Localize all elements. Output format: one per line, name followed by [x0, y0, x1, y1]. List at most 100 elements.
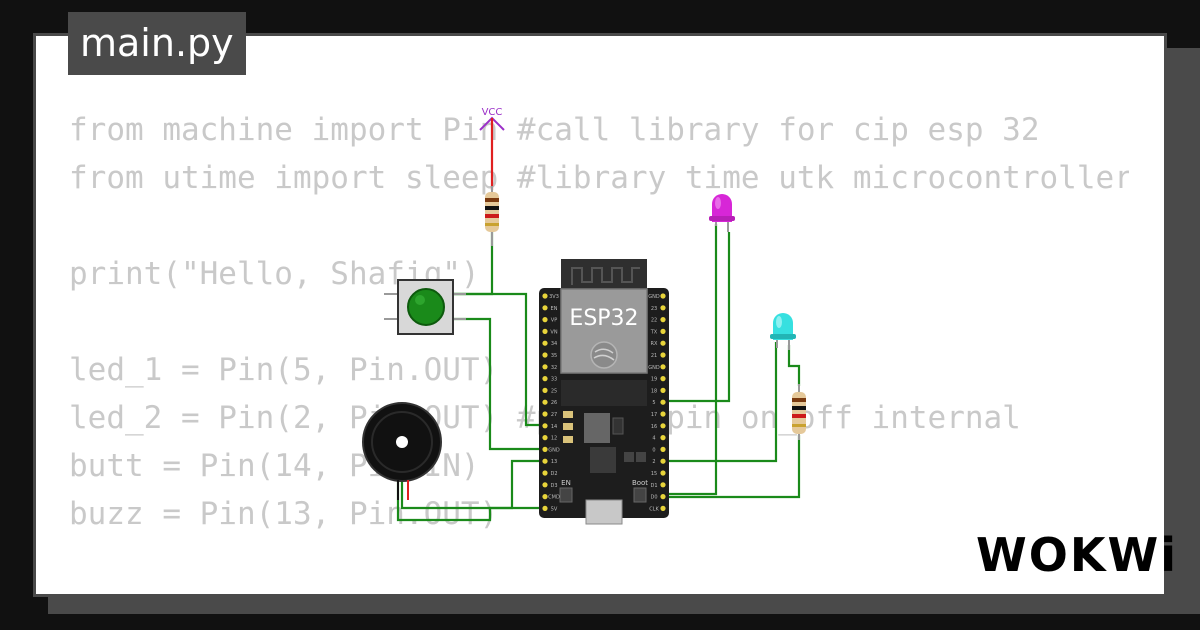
header-pin[interactable]: [660, 482, 666, 488]
pin-label: 4: [652, 436, 655, 442]
pin-label: 3V3: [549, 294, 559, 300]
pin-label: 23: [651, 306, 657, 312]
header-pin[interactable]: [542, 423, 548, 429]
pin-label: 35: [551, 353, 557, 359]
header-pin[interactable]: [660, 305, 666, 311]
vcc-supply: VCC: [479, 107, 505, 190]
pin-label: GND: [648, 365, 660, 371]
buzzer: [362, 402, 442, 500]
resistor-led: [792, 384, 806, 440]
header-pin[interactable]: [660, 458, 666, 464]
pin-label: D3: [550, 483, 557, 489]
header-pin[interactable]: [660, 376, 666, 382]
pin-label: GND: [548, 447, 560, 453]
pin-label: 34: [551, 341, 557, 347]
resistor-vcc: [485, 186, 499, 246]
header-pin[interactable]: [542, 505, 548, 511]
pin-label: 12: [551, 436, 557, 442]
header-pin[interactable]: [660, 364, 666, 370]
file-tab-main[interactable]: main.py: [68, 12, 246, 75]
header-pin[interactable]: [542, 446, 548, 452]
pin-label: 17: [651, 412, 657, 418]
wires: [396, 224, 801, 522]
header-pin[interactable]: [542, 494, 548, 500]
pin-label: D0: [650, 495, 657, 501]
pin-label: 18: [651, 388, 657, 394]
pin-label: GND: [648, 294, 660, 300]
header-pin[interactable]: [542, 376, 548, 382]
header-pin[interactable]: [542, 435, 548, 441]
header-pin[interactable]: [542, 364, 548, 370]
pin-label: 16: [651, 424, 657, 430]
pin-label: 14: [551, 424, 557, 430]
boot-button: [633, 487, 647, 503]
code-preview: from machine import Pin #call library fo…: [69, 106, 1129, 594]
code-line: while True:: [69, 586, 1129, 594]
header-pin[interactable]: [542, 470, 548, 476]
header-pin[interactable]: [660, 399, 666, 405]
header-pin[interactable]: [542, 482, 548, 488]
led-cyan: [770, 313, 796, 350]
pin-label: CLK: [649, 506, 659, 512]
header-pin[interactable]: [660, 494, 666, 500]
pin-label: RX: [651, 341, 658, 347]
header-pin[interactable]: [542, 399, 548, 405]
vcc-label: VCC: [482, 107, 503, 118]
header-pin[interactable]: [660, 470, 666, 476]
led-magenta: [709, 194, 735, 232]
pin-label: 26: [551, 400, 557, 406]
code-line: buzz = Pin(13, Pin.OUT): [69, 496, 499, 532]
header-pin[interactable]: [660, 435, 666, 441]
pin-label: 19: [651, 377, 657, 383]
header-pin[interactable]: [660, 352, 666, 358]
header-pin[interactable]: [660, 328, 666, 334]
pin-label: TX: [650, 329, 658, 335]
board-label: ESP32: [569, 306, 638, 331]
pin-label: VP: [551, 318, 557, 324]
header-pin[interactable]: [542, 387, 548, 393]
code-line: led_1 = Pin(5, Pin.OUT): [69, 352, 499, 388]
pin-label: 22: [651, 318, 657, 324]
header-pin[interactable]: [542, 305, 548, 311]
svg-text:Boot: Boot: [632, 479, 648, 487]
esp32-board[interactable]: ESP32 EN Boot 3V3ENVPVN34353233252627141…: [539, 259, 669, 525]
header-pin[interactable]: [660, 317, 666, 323]
pin-label: 21: [651, 353, 657, 359]
pin-label: EN: [551, 306, 558, 312]
pin-label: 5V: [551, 506, 558, 512]
pin-label: 25: [551, 388, 557, 394]
header-pin[interactable]: [542, 328, 548, 334]
header-pin[interactable]: [660, 387, 666, 393]
pin-label: 32: [551, 365, 557, 371]
header-pin[interactable]: [542, 411, 548, 417]
pin-label: VN: [550, 329, 557, 335]
header-pin[interactable]: [660, 411, 666, 417]
header-pin[interactable]: [660, 293, 666, 299]
pin-label: D1: [650, 483, 657, 489]
left-header-pins: 3V3ENVPVN343532332526271412GND13D2D3CMD5…: [542, 293, 560, 512]
header-pin[interactable]: [542, 293, 548, 299]
pushbutton[interactable]: [384, 279, 466, 335]
header-pin[interactable]: [660, 446, 666, 452]
header-pin[interactable]: [542, 458, 548, 464]
header-pin[interactable]: [660, 505, 666, 511]
header-pin[interactable]: [542, 317, 548, 323]
header-pin[interactable]: [660, 423, 666, 429]
usb-port: [585, 499, 623, 525]
header-pin[interactable]: [542, 352, 548, 358]
pin-label: 5: [652, 400, 655, 406]
header-pin[interactable]: [542, 340, 548, 346]
pin-label: 0: [652, 447, 655, 453]
header-pin[interactable]: [660, 340, 666, 346]
svg-text:EN: EN: [561, 479, 571, 487]
pin-label: 27: [551, 412, 557, 418]
en-button: [559, 487, 573, 503]
pin-label: 15: [651, 471, 657, 477]
pin-label: CMD: [548, 495, 560, 501]
pin-label: D2: [550, 471, 557, 477]
wokwi-logo: WOKWi: [976, 528, 1178, 582]
pin-label: 13: [551, 459, 557, 465]
button-cap: [407, 288, 445, 326]
